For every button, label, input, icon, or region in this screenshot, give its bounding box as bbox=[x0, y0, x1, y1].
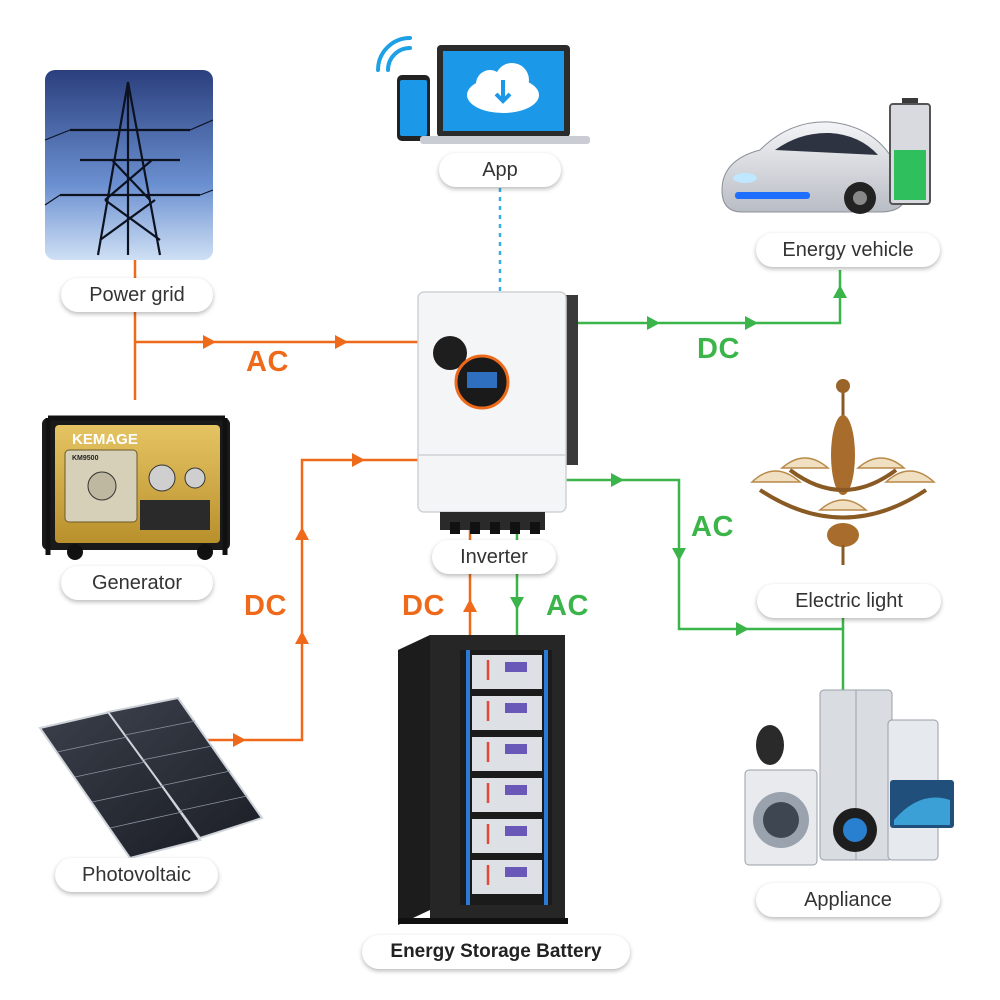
inverter-image bbox=[417, 291, 578, 534]
battery-charge-icon bbox=[889, 98, 931, 205]
arrow-battery-dc bbox=[463, 599, 477, 612]
photovoltaic-image bbox=[38, 696, 264, 860]
arrow-load-3 bbox=[736, 622, 749, 636]
label-energy-storage-battery: Energy Storage Battery bbox=[362, 935, 630, 969]
label-appliance: Appliance bbox=[756, 883, 940, 917]
wifi-icon bbox=[376, 36, 412, 72]
power-grid-image bbox=[44, 70, 214, 260]
arrow-grid-1 bbox=[203, 335, 216, 349]
cloud-download-icon bbox=[467, 63, 539, 113]
flow-label-grid-ac: AC bbox=[246, 346, 289, 378]
label-app: App bbox=[439, 153, 561, 187]
flow-label-battery-dc: DC bbox=[402, 590, 445, 622]
label-generator: Generator bbox=[61, 566, 213, 600]
battery-modules bbox=[472, 655, 542, 894]
flow-label-load-ac: AC bbox=[691, 511, 734, 543]
flow-label-pv-dc: DC bbox=[244, 590, 287, 622]
arrow-vehicle-2 bbox=[745, 316, 758, 330]
label-energy-vehicle: Energy vehicle bbox=[756, 233, 940, 267]
label-electric-light: Electric light bbox=[757, 584, 941, 618]
arrow-vehicle-3 bbox=[833, 285, 847, 298]
generator-model: KM9500 bbox=[72, 455, 99, 462]
flow-label-battery-ac: AC bbox=[546, 590, 589, 622]
flow-label-vehicle-dc: DC bbox=[697, 333, 740, 365]
electric-light-image bbox=[750, 379, 936, 565]
arrow-load-1 bbox=[611, 473, 624, 487]
label-inverter: Inverter bbox=[432, 540, 556, 574]
vehicle-dc-line bbox=[575, 270, 842, 325]
arrow-battery-ac bbox=[510, 597, 524, 610]
label-photovoltaic: Photovoltaic bbox=[55, 858, 218, 892]
generator-image: KEMAGE KM9500 bbox=[42, 415, 230, 560]
flow-arrows bbox=[203, 285, 847, 747]
arrow-vehicle-1 bbox=[647, 316, 660, 330]
label-power-grid: Power grid bbox=[61, 278, 213, 312]
generator-brand: KEMAGE bbox=[72, 431, 138, 448]
arrow-pv-3 bbox=[295, 527, 309, 540]
arrow-pv-4 bbox=[352, 453, 365, 467]
battery-image bbox=[398, 635, 568, 925]
load-ac-line bbox=[565, 478, 845, 700]
energy-vehicle-image bbox=[721, 98, 931, 214]
arrow-load-2 bbox=[672, 548, 686, 561]
arrow-pv-1 bbox=[233, 733, 246, 747]
app-image bbox=[376, 36, 590, 144]
arrow-pv-2 bbox=[295, 631, 309, 644]
appliance-image bbox=[744, 689, 954, 866]
arrow-grid-2 bbox=[335, 335, 348, 349]
